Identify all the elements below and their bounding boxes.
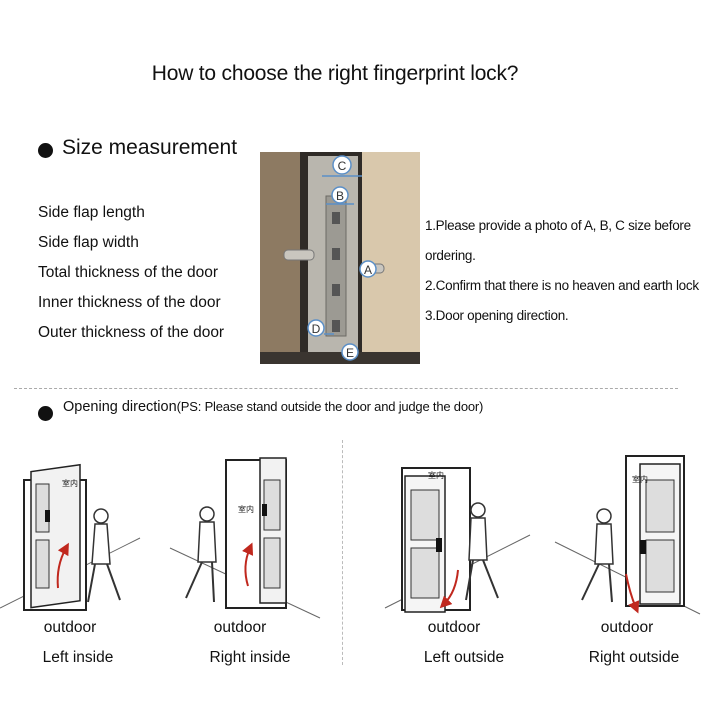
caption-outdoor-3: outdoor [427,619,481,636]
caption-right-outside: Right outside [588,649,680,666]
door-right-outside: 室内 [554,455,701,615]
size-measurement-heading: Size measurement [62,136,238,159]
bullet-icon [38,143,53,158]
svg-text:室内: 室内 [428,470,444,480]
caption-outdoor-2: outdoor [213,619,267,636]
section-divider [14,388,678,389]
caption-left-inside: Left inside [42,649,114,666]
caption-right-inside: Right inside [209,649,291,666]
marker-c: C [338,159,347,173]
door-left-outside: 室内 [384,467,531,613]
page-title: How to choose the right fingerprint lock… [151,62,519,85]
door-diagrams: 室内 室内 室内 [0,455,701,619]
caption-left-outside: Left outside [423,649,505,666]
label-inner-thickness: Inner thickness of the door [38,294,221,311]
bullet-icon [38,406,53,421]
marker-d: D [312,322,321,336]
lock-measurement-photo: C B A D E [260,152,420,364]
label-outer-thickness: Outer thickness of the door [38,324,225,341]
label-total-thickness: Total thickness of the door [38,264,219,281]
door-sign: 室内 [62,478,78,488]
note-1-cont: ordering. [425,248,476,263]
marker-a: A [364,263,372,277]
label-side-flap-width: Side flap width [38,234,139,251]
note-3: 3.Door opening direction. [425,308,569,323]
door-right-inside: 室内 [169,457,321,619]
svg-text:室内: 室内 [632,474,648,484]
caption-outdoor-1: outdoor [43,619,97,636]
svg-text:室内: 室内 [238,504,254,514]
opening-direction-heading: Opening direction(PS: Please stand outsi… [63,399,483,415]
note-2: 2.Confirm that there is no heaven and ea… [425,278,699,293]
note-1: 1.Please provide a photo of A, B, C size… [425,218,691,233]
ps-note: (PS: Please stand outside the door and j… [176,399,484,414]
column-divider [342,440,343,665]
label-side-flap-length: Side flap length [38,204,145,221]
marker-e: E [346,346,354,360]
door-left-inside: 室内 [0,463,141,611]
opening-heading-text: Opening direction [63,399,177,415]
caption-outdoor-4: outdoor [600,619,654,636]
marker-b: B [336,189,344,203]
